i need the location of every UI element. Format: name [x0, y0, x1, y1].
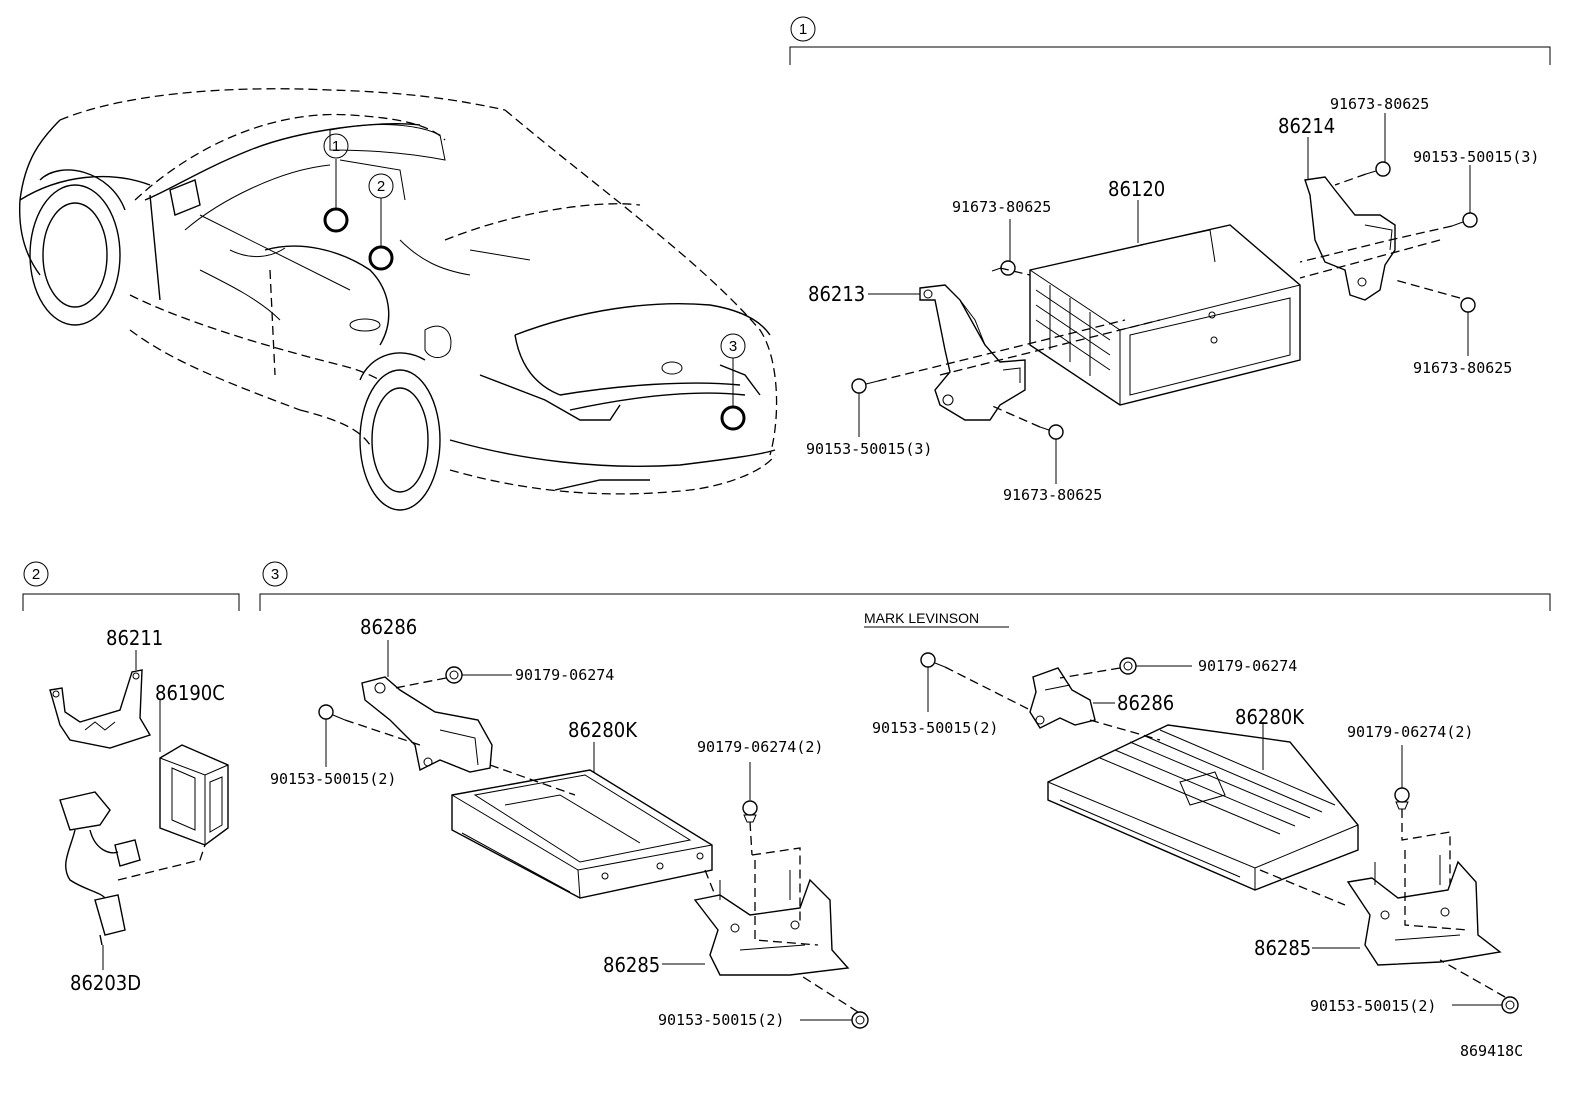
bracket-86285-left — [693, 870, 850, 976]
callout-2-number: 2 — [377, 178, 385, 195]
callout-3-marker — [720, 405, 746, 431]
bolt-90153-50015-right-top — [920, 652, 946, 668]
label-90153-50015-right-bottom: 90153-50015(2) — [1310, 997, 1436, 1015]
bracket-86213 — [919, 284, 1026, 421]
section-2: 2 86211 86190C 86203D — [22, 561, 240, 995]
label-90179-06274-2-left: 90179-06274(2) — [697, 738, 823, 756]
bolt-90153-50015-left — [851, 378, 879, 394]
nut-90179-06274-2-right — [1394, 787, 1410, 810]
section-3-mark-levinson: MARK LEVINSON 90153-50015(2) 86286 9017 — [864, 610, 1519, 1015]
bolt-91673-80625-right — [1460, 297, 1476, 313]
bolt-90153-50015-left-top — [318, 704, 346, 721]
bracket-86286-right — [1029, 667, 1096, 729]
label-86214: 86214 — [1278, 114, 1335, 138]
callout-1-marker — [323, 207, 349, 233]
section-3-number: 3 — [271, 566, 279, 583]
label-90153-50015-right-top: 90153-50015(2) — [872, 719, 998, 737]
label-86120: 86120 — [1108, 177, 1165, 201]
bracket-86211 — [49, 669, 152, 749]
label-91673-80625-a: 91673-80625 — [952, 198, 1051, 216]
callout-1-number: 1 — [332, 138, 340, 155]
nut-90179-06274-left — [445, 666, 463, 684]
bolt-90153-50015-right-bottom — [1501, 996, 1519, 1014]
nut-90179-06274-right — [1119, 657, 1137, 675]
label-90153-50015-left-bottom: 90153-50015(2) — [658, 1011, 784, 1029]
bolt-91673-80625-bottom — [1039, 424, 1064, 440]
label-86286-right: 86286 — [1117, 691, 1174, 715]
car-illustration: 1 2 3 — [18, 88, 778, 511]
callout-3-number: 3 — [729, 338, 737, 355]
head-unit-86120 — [1029, 224, 1301, 406]
section-1-number: 1 — [799, 21, 807, 38]
label-90179-06274-left: 90179-06274 — [515, 666, 614, 684]
label-86286-left: 86286 — [360, 615, 417, 639]
label-86211: 86211 — [106, 626, 163, 650]
section-2-number: 2 — [32, 566, 40, 583]
bracket-86285-right — [1346, 855, 1502, 966]
label-91673-80625-c: 91673-80625 — [1413, 359, 1512, 377]
callout-2-marker — [368, 245, 394, 271]
label-86213: 86213 — [808, 282, 865, 306]
bracket-86286-left — [361, 676, 493, 773]
label-86280K-left: 86280K — [568, 718, 638, 742]
label-86203D: 86203D — [70, 971, 141, 995]
label-91673-80625-d: 91673-80625 — [1003, 486, 1102, 504]
label-86190C: 86190C — [155, 681, 225, 705]
label-86280K-right: 86280K — [1235, 705, 1305, 729]
bolt-91673-80625-top-left — [991, 260, 1016, 276]
section-3: 3 86286 90179-06274 90 — [259, 561, 1551, 1029]
amplifier-86280K-right — [1047, 724, 1359, 891]
label-90153-50015-b: 90153-50015(3) — [806, 440, 932, 458]
label-91673-80625-b: 91673-80625 — [1330, 95, 1429, 113]
switch-86190C — [159, 744, 229, 846]
bolt-91673-80625-top-right — [1365, 161, 1391, 177]
bolt-90153-50015-right — [1451, 212, 1478, 228]
label-90179-06274-right: 90179-06274 — [1198, 657, 1297, 675]
section-1: 1 86120 — [789, 16, 1551, 504]
section-3-standard: 86286 90179-06274 90153-50015(2) — [270, 615, 869, 1029]
label-86285-right: 86285 — [1254, 936, 1311, 960]
label-90153-50015-a: 90153-50015(3) — [1413, 148, 1539, 166]
mark-levinson-title: MARK LEVINSON — [864, 610, 979, 626]
amplifier-86280K-left — [451, 769, 713, 899]
label-86285-left: 86285 — [603, 953, 660, 977]
catalog-code: 869418C — [1460, 1042, 1523, 1060]
wire-harness-86203D — [59, 791, 141, 946]
nut-90179-06274-2-left — [742, 800, 758, 823]
bolt-90153-50015-left-bottom — [851, 1011, 869, 1029]
label-90153-50015-left-top: 90153-50015(2) — [270, 770, 396, 788]
label-90179-06274-2-right: 90179-06274(2) — [1347, 723, 1473, 741]
bracket-86214 — [1304, 176, 1396, 301]
